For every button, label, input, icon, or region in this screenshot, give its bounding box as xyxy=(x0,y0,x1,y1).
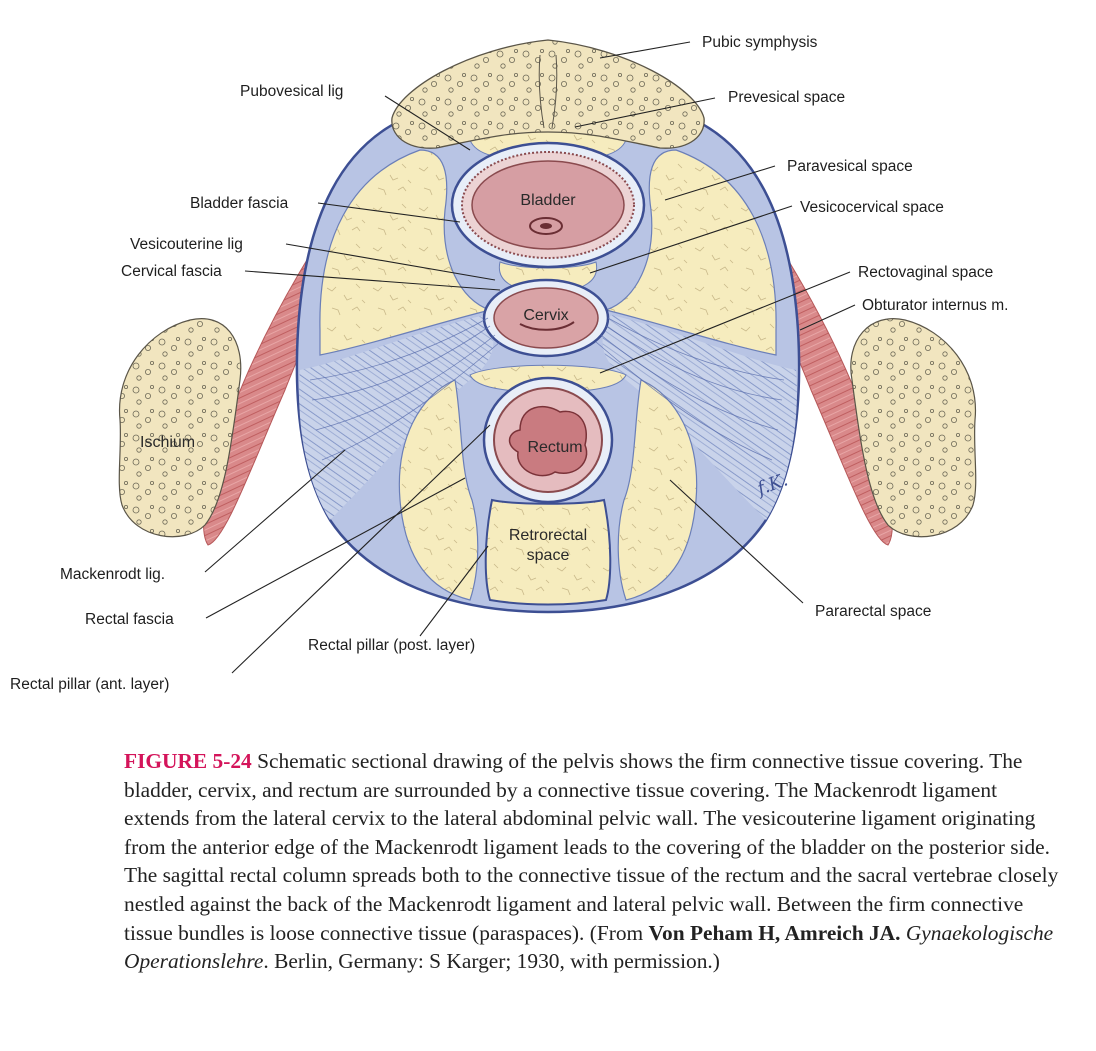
label-rectal-pillar-ant: Rectal pillar (ant. layer) xyxy=(10,676,169,693)
pubic-symphysis-bone xyxy=(391,39,705,149)
label-vesicocervical-space: Vesicocervical space xyxy=(800,199,944,216)
paravesical-space-right xyxy=(603,149,777,356)
label-pubic-symphysis: Pubic symphysis xyxy=(702,34,818,51)
bladder-label: Bladder xyxy=(520,192,576,209)
cervix xyxy=(493,287,599,349)
label-pararectal-space: Pararectal space xyxy=(815,603,931,620)
pelvis-section-diagram: Bladder Cervix Rectum Retrorectal space … xyxy=(10,34,1008,693)
rectum-label: Rectum xyxy=(527,439,582,456)
retrorectal-space-label-line2: space xyxy=(527,547,570,564)
label-obturator-internus: Obturator internus m. xyxy=(862,297,1008,314)
retrorectal-space-region xyxy=(484,498,612,606)
figure-caption: FIGURE 5-24 Schematic sectional drawing … xyxy=(124,747,1064,976)
label-cervical-fascia: Cervical fascia xyxy=(121,263,222,280)
label-vesicouterine-lig: Vesicouterine lig xyxy=(130,236,243,253)
ischium-left xyxy=(118,318,242,538)
label-mackenrodt-lig: Mackenrodt lig. xyxy=(60,566,165,583)
label-paravesical-space: Paravesical space xyxy=(787,158,913,175)
label-bladder-fascia: Bladder fascia xyxy=(190,195,289,212)
cervix-label: Cervix xyxy=(523,307,568,324)
label-rectal-pillar-post: Rectal pillar (post. layer) xyxy=(308,637,475,654)
retrorectal-space-label-line1: Retrorectal xyxy=(509,527,587,544)
figure-number: FIGURE 5-24 xyxy=(124,749,252,773)
caption-text-3: . Berlin, Germany: S Karger; 1930, with … xyxy=(263,949,720,974)
ischium-right xyxy=(850,318,977,538)
label-rectovaginal-space: Rectovaginal space xyxy=(858,264,993,281)
mackenrodt-ligament-right xyxy=(602,315,797,520)
caption-book-title: Gynaekologische Operationslehre xyxy=(124,920,1054,974)
mackenrodt-ligament-left xyxy=(299,315,494,520)
pararectal-space-left xyxy=(398,379,479,601)
label-pubovesical-lig: Pubovesical lig xyxy=(240,83,343,100)
label-rectal-fascia: Rectal fascia xyxy=(85,611,174,628)
caption-authors: Von Peham H, Amreich JA. xyxy=(648,920,901,945)
paravesical-space-left xyxy=(319,149,493,356)
label-prevesical-space: Prevesical space xyxy=(728,89,845,106)
pararectal-space-right xyxy=(617,379,698,601)
ischium-label: Ischium xyxy=(140,434,195,451)
caption-text-1: Schematic sectional drawing of the pelvi… xyxy=(124,749,1059,945)
label-leader-lines xyxy=(204,41,856,674)
